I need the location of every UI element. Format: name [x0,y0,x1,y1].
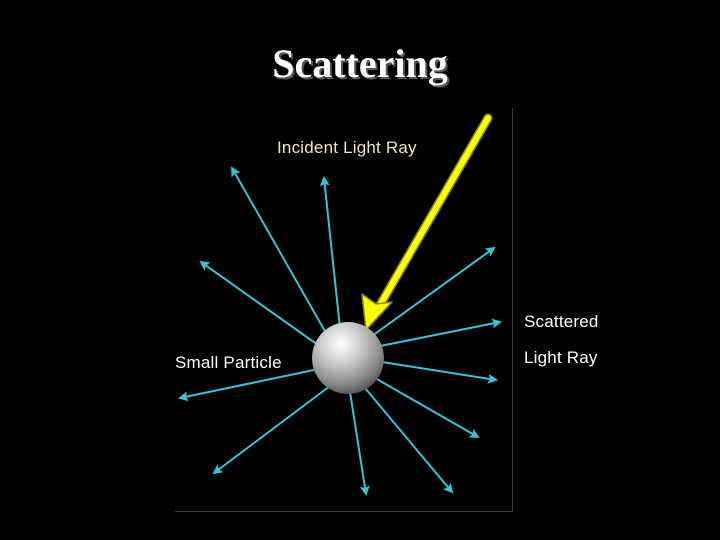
scattered-ray [374,377,480,438]
incident-ray-label: Incident Light Ray [277,138,417,157]
incident-ray [361,113,493,331]
scattered-ray [212,385,331,475]
small-particle-label: Small Particle [175,353,282,372]
scattered-ray [379,318,502,347]
scattered-rays [178,166,502,496]
scattered-ray-label-line2: Light Ray [524,348,598,367]
scattered-ray [349,391,370,496]
scattered-ray-label-line1: Scattered [524,312,599,331]
scattered-ray [199,260,319,346]
scattered-ray [178,369,315,402]
scattered-ray [371,246,496,337]
particle-sphere-icon [312,322,384,394]
scattered-ray [381,361,498,384]
scattered-ray [319,176,341,329]
slide-title: Scattering [272,41,448,86]
incident-arrowhead-icon [361,293,393,331]
scattered-ray [364,387,454,494]
scattered-ray [231,166,331,341]
